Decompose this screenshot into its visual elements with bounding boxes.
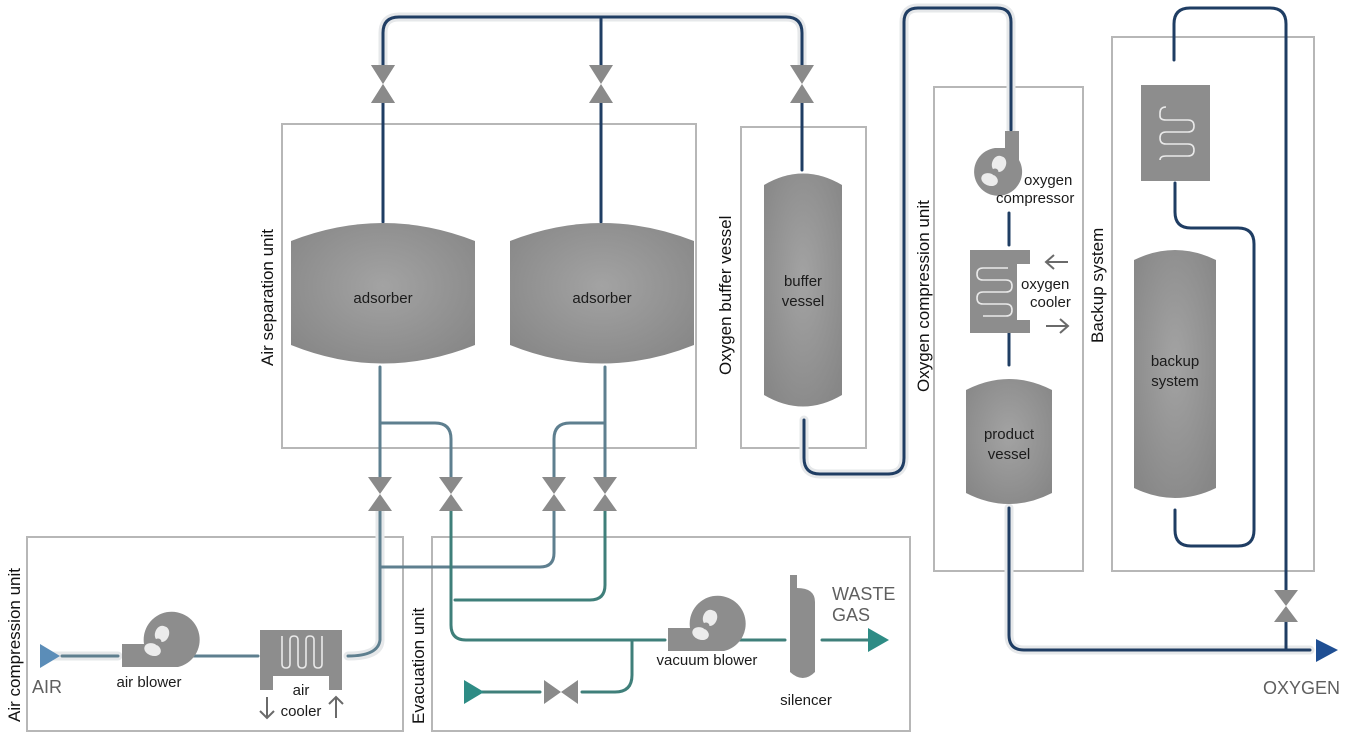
gate-valve-icon[interactable] (439, 477, 463, 511)
triangle-arrow-icon (40, 644, 60, 668)
product-vessel-label-2: vessel (988, 446, 1031, 463)
oxygen-pipes (378, 3, 1315, 655)
silencer-label: silencer (780, 692, 832, 709)
backup-system-label-2: system (1151, 373, 1199, 390)
gate-valve-icon[interactable] (1274, 590, 1298, 622)
waste-gas-label-2: GAS (832, 605, 870, 625)
evacuation-unit-box (431, 536, 911, 732)
air-inlet-label: AIR (32, 677, 62, 697)
waste-gas-outlet: WASTE GAS (832, 584, 895, 652)
gate-valve-icon[interactable] (371, 65, 395, 103)
triangle-arrow-icon (1316, 639, 1338, 662)
vacuum-blower[interactable]: vacuum blower (657, 595, 758, 669)
air-blower[interactable]: air blower (116, 611, 200, 691)
backup-system-box (1111, 36, 1315, 572)
air-inlet: AIR (32, 644, 62, 697)
heat-exchanger-coil-icon (976, 267, 1013, 317)
backup-system-vessel[interactable]: backup system (1134, 250, 1216, 498)
oxygen-compression-unit-label: Oxygen compression unit (914, 200, 933, 392)
gate-valve-icon[interactable] (368, 477, 392, 511)
arrow-right-icon (1046, 318, 1070, 334)
backup-heat-exchanger[interactable] (1141, 85, 1210, 181)
arrow-up-icon (328, 695, 344, 718)
backup-system-unit-label: Backup system (1088, 228, 1107, 343)
air-blower-label: air blower (116, 674, 181, 691)
adsorber-2[interactable]: adsorber (510, 223, 694, 364)
air-pipes (45, 365, 607, 661)
oxygen-outlet-label: OXYGEN (1263, 678, 1340, 698)
gate-valve-icon[interactable] (542, 477, 566, 511)
oxygen-compressor-label-2: compressor (996, 190, 1074, 207)
gate-valve-icon[interactable] (593, 477, 617, 511)
oxygen-compressor-label-1: oxygen (1024, 172, 1072, 189)
heat-exchanger-coil-icon (1159, 106, 1195, 161)
triangle-arrow-icon (464, 680, 484, 704)
air-cooler-label-2: cooler (281, 703, 322, 720)
air-compression-unit-box (26, 536, 404, 732)
gate-valve-icon[interactable] (790, 65, 814, 103)
air-cooler[interactable]: air cooler (259, 630, 344, 720)
fan-blower-icon (692, 609, 718, 641)
backup-system-label-1: backup (1151, 353, 1199, 370)
oxygen-cooler[interactable]: oxygen cooler (970, 250, 1071, 334)
waste-gas-label-1: WASTE (832, 584, 895, 604)
oxygen-cooler-label-2: cooler (1030, 294, 1071, 311)
fan-blower-icon (144, 625, 170, 657)
oxygen-buffer-vessel-label: Oxygen buffer vessel (716, 216, 735, 375)
arrow-down-icon (259, 697, 275, 720)
oxygen-outlet: OXYGEN (1263, 639, 1340, 698)
buffer-vessel-label-1: buffer (784, 273, 822, 290)
gate-valve-icon[interactable] (544, 680, 578, 704)
arrow-left-icon (1044, 254, 1068, 270)
product-vessel-label-1: product (984, 426, 1035, 443)
oxygen-cooler-label-1: oxygen (1021, 276, 1069, 293)
oxygen-compressor[interactable]: oxygen compressor (974, 131, 1074, 207)
product-vessel[interactable]: product vessel (966, 379, 1052, 504)
gate-valve-icon[interactable] (589, 65, 613, 103)
air-separation-unit-box (281, 123, 697, 449)
air-separation-unit-label: Air separation unit (258, 229, 277, 366)
adsorber-1-label: adsorber (353, 290, 412, 307)
buffer-vessel[interactable]: buffer vessel (764, 173, 842, 407)
evacuation-unit-label: Evacuation unit (409, 607, 428, 724)
triangle-arrow-icon (868, 628, 889, 652)
evacuation-pipes (449, 508, 870, 694)
air-compression-unit-label: Air compression unit (5, 568, 24, 722)
fan-blower-icon (981, 155, 1007, 187)
adsorber-1[interactable]: adsorber (291, 223, 475, 364)
vacuum-blower-label: vacuum blower (657, 652, 758, 669)
silencer[interactable]: silencer (780, 575, 832, 709)
buffer-vessel-label-2: vessel (782, 293, 825, 310)
heat-exchanger-coil-icon (281, 635, 323, 669)
air-cooler-label-1: air (293, 682, 310, 699)
adsorber-2-label: adsorber (572, 290, 631, 307)
